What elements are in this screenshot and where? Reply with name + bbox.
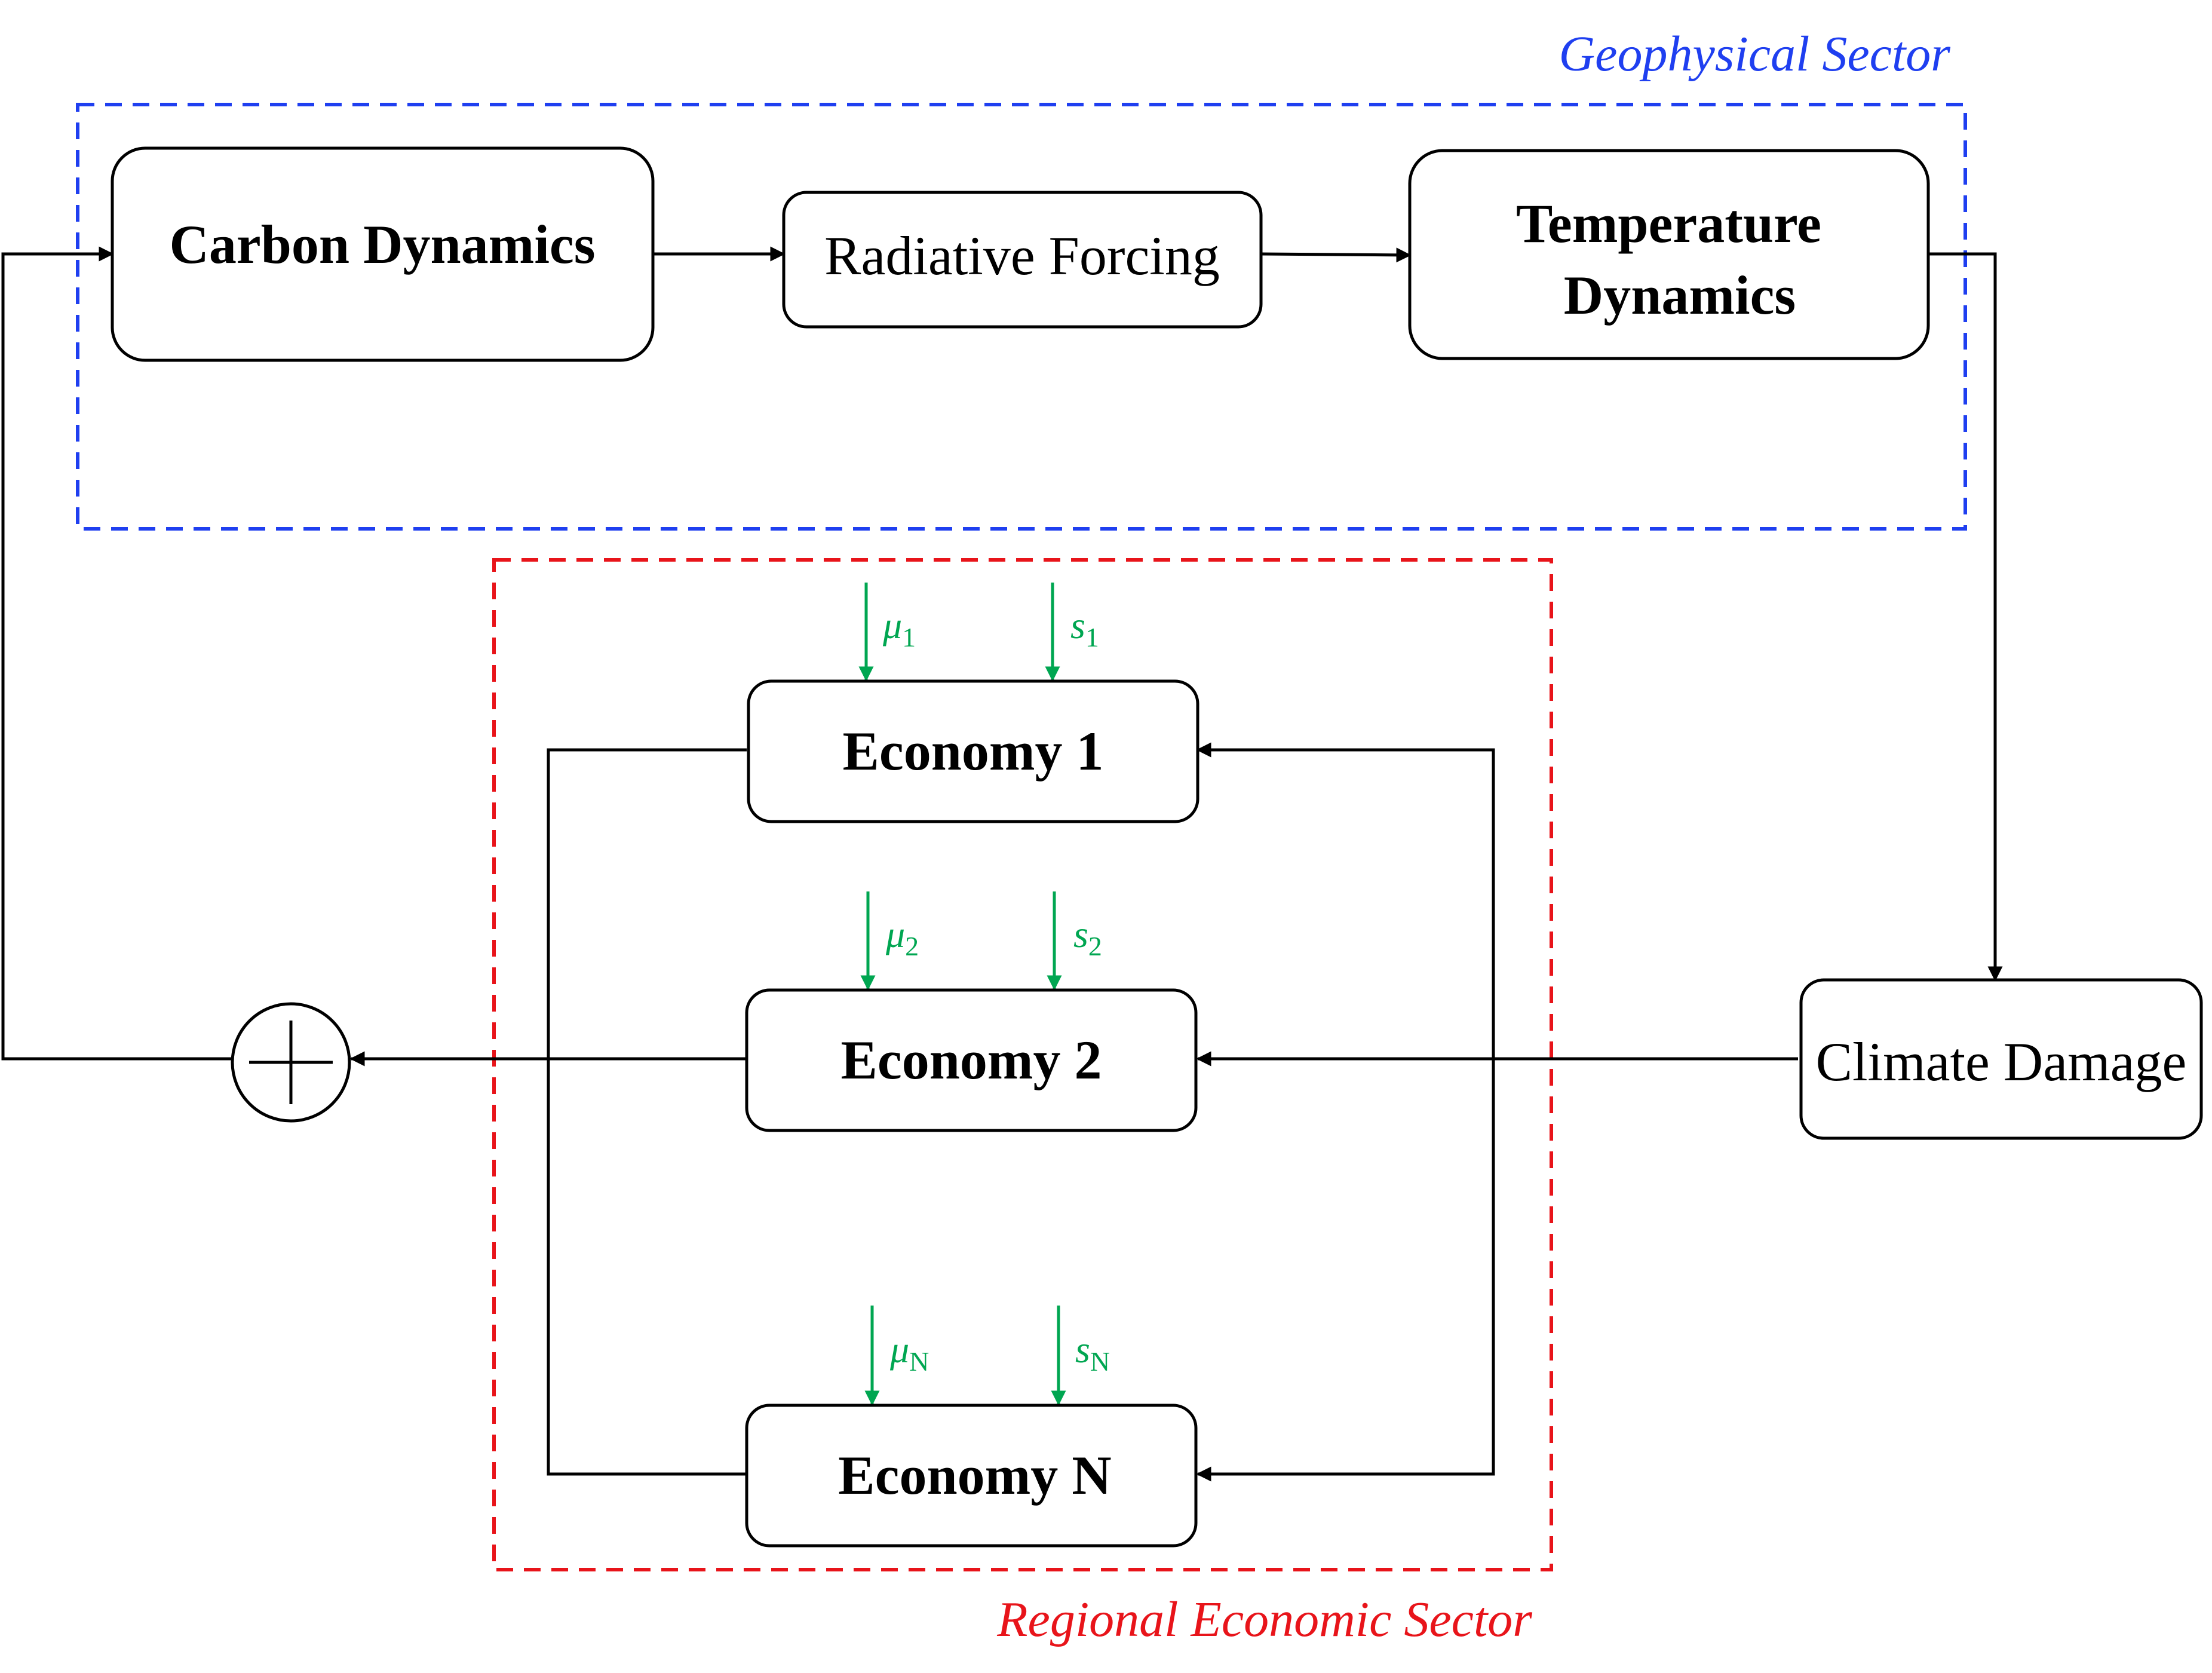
economy-1-label: Economy 1 bbox=[843, 721, 1104, 782]
economy1-output-line bbox=[547, 748, 747, 1059]
damage-to-economy1-arrow bbox=[1196, 742, 1495, 1059]
economy-n-block: Economy N bbox=[745, 1404, 1198, 1548]
economyN-output-line bbox=[547, 1059, 747, 1476]
climate-damage-block: Climate Damage bbox=[1799, 978, 2203, 1140]
temperature-dynamics-block: Temperature Dynamics bbox=[1408, 149, 1930, 360]
damage-to-economyN-arrow bbox=[1196, 1059, 1495, 1482]
regional-sector-title: Regional Economic Sector bbox=[996, 1592, 1532, 1647]
economy-n-label: Economy N bbox=[838, 1445, 1111, 1506]
mu1-label: μ1 bbox=[882, 604, 916, 652]
radiative-to-temperature-arrow bbox=[1260, 247, 1412, 263]
temperature-to-damage-arrow bbox=[1928, 252, 2003, 982]
economy-2-block: Economy 2 bbox=[745, 988, 1198, 1132]
carbon-dynamics-label: Carbon Dynamics bbox=[169, 214, 595, 275]
geophysical-sector-title: Geophysical Sector bbox=[1559, 26, 1951, 82]
mu2-label: μ2 bbox=[885, 913, 919, 961]
geophysical-sector-boundary bbox=[76, 103, 1967, 531]
economy-2-label: Economy 2 bbox=[841, 1029, 1102, 1090]
temperature-dynamics-label: Temperature Dynamics bbox=[1516, 193, 1835, 326]
sum-junction-icon bbox=[231, 1002, 351, 1123]
s2-label: s2 bbox=[1073, 913, 1102, 961]
regional-sector-boundary bbox=[492, 558, 1553, 1571]
climate-damage-label: Climate Damage bbox=[1816, 1031, 2187, 1092]
sN-label: sN bbox=[1075, 1328, 1110, 1377]
carbon-dynamics-block: Carbon Dynamics bbox=[111, 146, 655, 362]
muN-label: μN bbox=[889, 1328, 929, 1377]
radiative-forcing-block: Radiative Forcing bbox=[782, 191, 1263, 329]
radiative-forcing-label: Radiative Forcing bbox=[824, 225, 1220, 286]
economy-1-block: Economy 1 bbox=[747, 679, 1199, 823]
s1-label: s1 bbox=[1070, 604, 1099, 652]
sum-to-carbon-feedback-arrow bbox=[1, 246, 231, 1061]
